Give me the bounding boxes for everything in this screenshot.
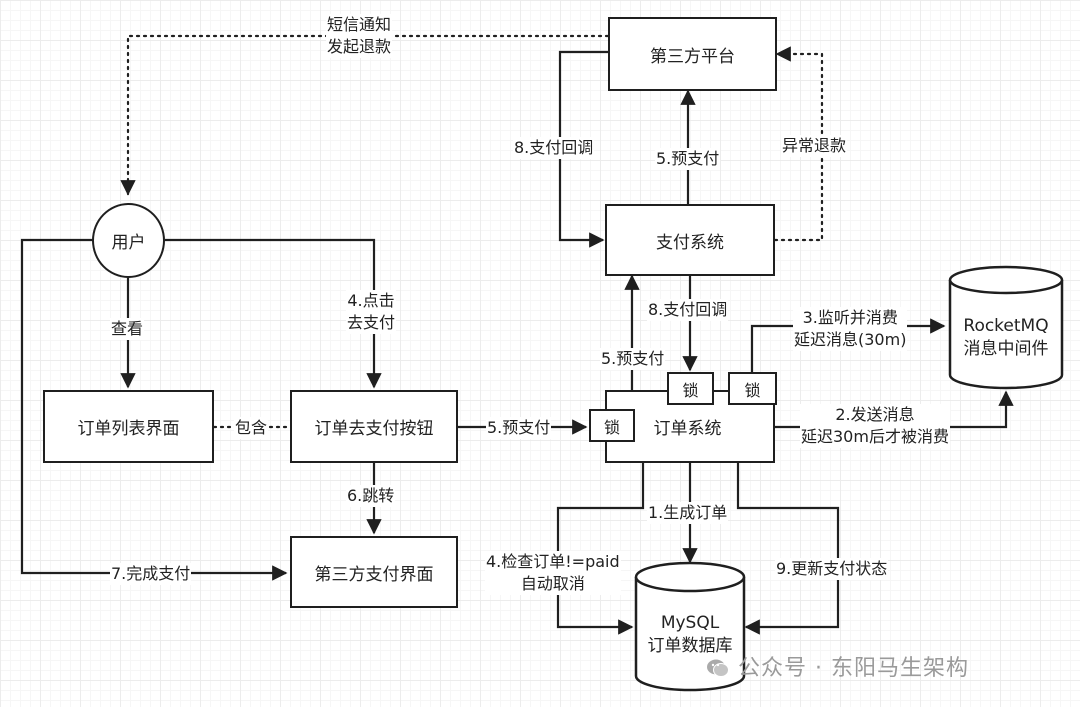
lock-label: 锁 (682, 380, 699, 400)
order-pay-button-node: 订单去支付按钮 (290, 390, 458, 463)
node-label: 订单列表界面 (77, 419, 180, 439)
order-list-ui-node: 订单列表界面 (43, 390, 214, 463)
lock-label: 锁 (603, 417, 620, 437)
label-callback-mid: 8.支付回调 (647, 299, 729, 321)
lock-top-right: 锁 (728, 372, 777, 405)
label-prepay-top: 5.预支付 (655, 148, 721, 170)
rocketmq-title: RocketMQ (963, 316, 1049, 336)
watermark-text: 公众号 · 东阳马生架构 (738, 656, 969, 681)
label-prepay-mid: 5.预支付 (600, 348, 666, 370)
label-jump: 6.跳转 (346, 485, 396, 507)
node-label: 订单系统 (653, 419, 722, 439)
payment-system-node: 支付系统 (605, 204, 775, 276)
third-party-platform-node: 第三方平台 (608, 17, 777, 91)
edge-sms-refund (120, 34, 610, 196)
third-party-pay-ui-node: 第三方支付界面 (290, 536, 458, 608)
mysql-label: MySQL 订单数据库 (636, 612, 744, 658)
label-abnormal-refund: 异常退款 (781, 135, 848, 157)
label-prepay-button: 5.预支付 (486, 417, 552, 439)
node-label: 第三方支付界面 (314, 564, 434, 585)
label-complete-pay: 7.完成支付 (110, 563, 192, 585)
rocketmq-cylinder (948, 265, 1064, 390)
lock-left: 锁 (589, 409, 635, 442)
edge-check-cancel (556, 463, 645, 635)
wechat-icon (706, 658, 730, 678)
label-send-msg: 2.发送消息延迟30m后才被消费 (800, 404, 950, 448)
rocketmq-subtitle: 消息中间件 (963, 339, 1049, 359)
edge-update-status (736, 463, 840, 635)
mysql-subtitle: 订单数据库 (647, 636, 733, 656)
label-sms-refund: 短信通知发起退款 (326, 14, 393, 58)
lock-label: 锁 (744, 380, 761, 400)
label-update-status: 9.更新支付状态 (775, 558, 889, 580)
edge-click-pay (165, 238, 382, 389)
label-callback-top: 8.支付回调 (513, 137, 595, 159)
rocketmq-label: RocketMQ 消息中间件 (950, 315, 1062, 361)
mysql-title: MySQL (660, 613, 720, 633)
label-create-order: 1.生成订单 (647, 502, 729, 524)
label-consume-delay: 3.监听并消费延迟消息(30m) (793, 307, 908, 351)
node-label: 用户 (111, 233, 146, 253)
node-label: 支付系统 (656, 232, 724, 253)
node-label: 第三方平台 (650, 46, 735, 67)
user-node: 用户 (92, 203, 165, 278)
label-view: 查看 (110, 318, 145, 340)
watermark: 公众号 · 东阳马生架构 (706, 650, 969, 682)
label-contains: 包含 (234, 417, 269, 439)
node-label: 订单去支付按钮 (314, 419, 434, 439)
label-click-pay: 4.点击去支付 (346, 290, 397, 334)
lock-top-middle: 锁 (667, 372, 714, 405)
